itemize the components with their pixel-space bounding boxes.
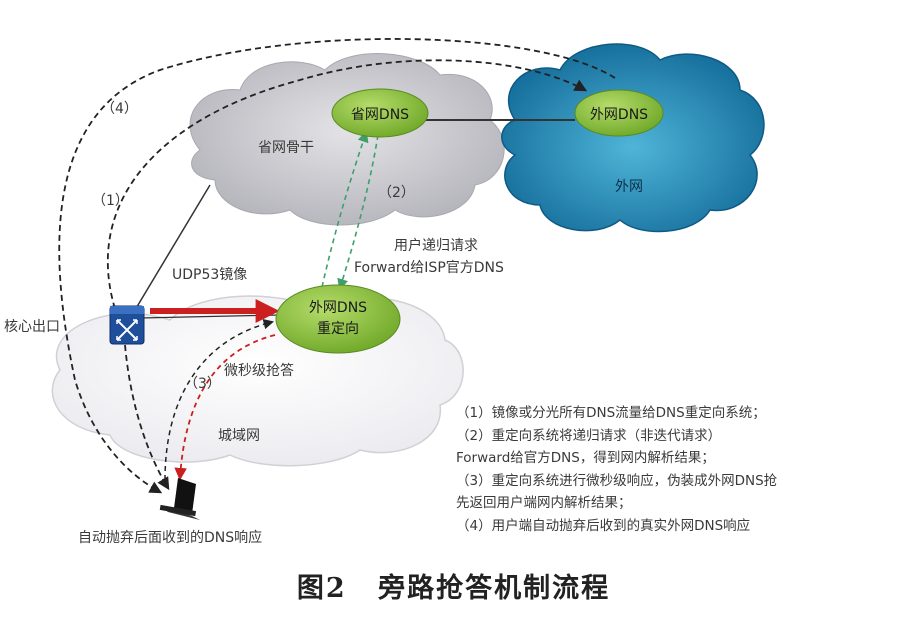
figure-number: 图2 bbox=[296, 573, 347, 604]
provincial-dns-node bbox=[331, 88, 429, 138]
legend-line: （1）镜像或分光所有DNS流量给DNS重定向系统； bbox=[456, 405, 766, 421]
step1-label: （1） bbox=[92, 193, 129, 209]
legend-line: （3）重定向系统进行微秒级响应，伪装成外网DNS抢 bbox=[456, 472, 778, 489]
microsecond-label: 微秒级抢答 bbox=[224, 363, 294, 379]
figure-caption: 图2 旁路抢答机制流程 bbox=[0, 566, 907, 605]
step3-label: （3） bbox=[184, 376, 221, 392]
router-to-laptop-arrow bbox=[124, 344, 170, 491]
legend: （1）镜像或分光所有DNS流量给DNS重定向系统； （2）重定向系统将递归请求（… bbox=[456, 402, 896, 537]
legend-line: （4）用户端自动抛弃后收到的真实外网DNS响应 bbox=[456, 517, 751, 534]
step4-arrow bbox=[58, 38, 616, 494]
legend-line: 先返回用户端网内解析结果； bbox=[456, 495, 632, 511]
external-cloud bbox=[501, 43, 765, 233]
core-router-icon bbox=[109, 305, 145, 345]
external-dns-node bbox=[574, 89, 664, 137]
figure-title: 旁路抢答机制流程 bbox=[378, 573, 611, 604]
step2-label: （2） bbox=[378, 185, 415, 201]
external-dns-label: 外网DNS bbox=[589, 107, 649, 123]
legend-line: （2）重定向系统将递归请求（非迭代请求） bbox=[456, 427, 722, 444]
step4-label: （4） bbox=[101, 101, 138, 117]
recursive-label-line2: Forward给ISP官方DNS bbox=[354, 260, 504, 276]
user-laptop-icon bbox=[159, 478, 200, 520]
redirect-label-line1: 外网DNS bbox=[308, 300, 368, 316]
step1-arrow bbox=[107, 59, 588, 319]
metro-label: 城域网 bbox=[218, 428, 260, 444]
provincial-dns-label: 省网DNS bbox=[350, 107, 410, 123]
udp-mirror-label: UDP53镜像 bbox=[172, 267, 248, 283]
step3-arrow bbox=[174, 334, 276, 481]
dns-redirect-node bbox=[275, 284, 401, 354]
legend-line: Forward给官方DNS，得到网内解析结果； bbox=[456, 450, 715, 466]
step2-arrows bbox=[321, 130, 379, 291]
redirect-label-line2: 重定向 bbox=[317, 321, 359, 337]
recursive-label-line1: 用户递归请求 bbox=[394, 238, 478, 254]
backbone-cloud bbox=[189, 53, 505, 226]
external-net-label: 外网 bbox=[615, 179, 643, 195]
backbone-label: 省网骨干 bbox=[258, 140, 314, 156]
laptop-to-redirect-arrow bbox=[164, 318, 275, 481]
core-exit-label: 核心出口 bbox=[4, 319, 60, 335]
discard-label: 自动抛弃后面收到的DNS响应 bbox=[78, 530, 263, 546]
